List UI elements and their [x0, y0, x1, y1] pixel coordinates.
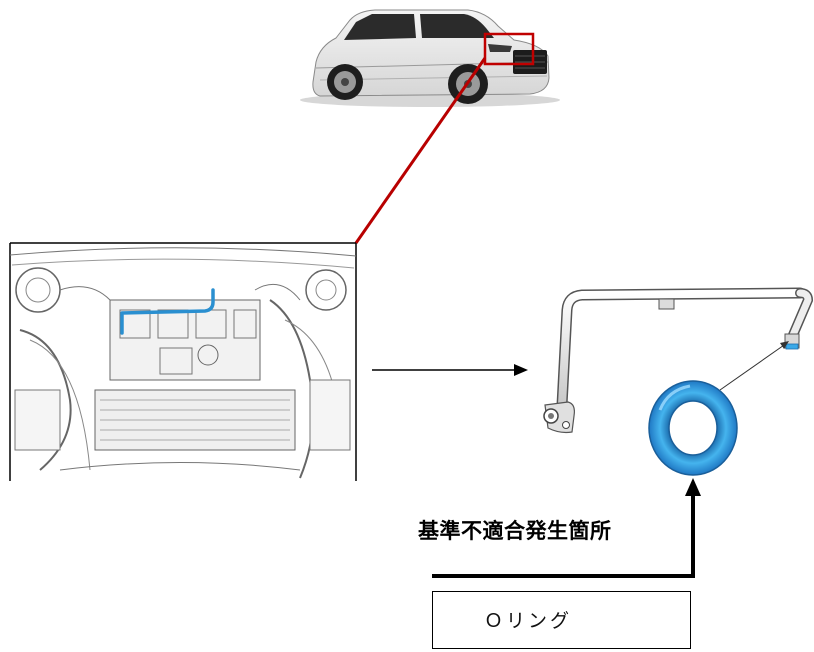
leader-line — [354, 57, 487, 244]
engine-area-highlight — [483, 32, 535, 66]
part-name-label: Ｏリング — [484, 610, 573, 632]
oring-pointer-line — [719, 342, 788, 391]
highlighted-pipe — [120, 288, 215, 335]
pointer-arrow-head — [514, 364, 528, 376]
coolant-pipe-illustration — [543, 287, 814, 434]
suv-car-icon — [300, 9, 560, 107]
engine-bay-illustration — [9, 242, 357, 481]
o-ring-icon — [648, 380, 738, 476]
callout-arrow-head — [685, 478, 701, 496]
callout-arrow-line — [432, 494, 695, 578]
part-name-box: Ｏリング — [432, 591, 691, 649]
defect-location-label: 基準不適合発生箇所 — [418, 519, 612, 543]
